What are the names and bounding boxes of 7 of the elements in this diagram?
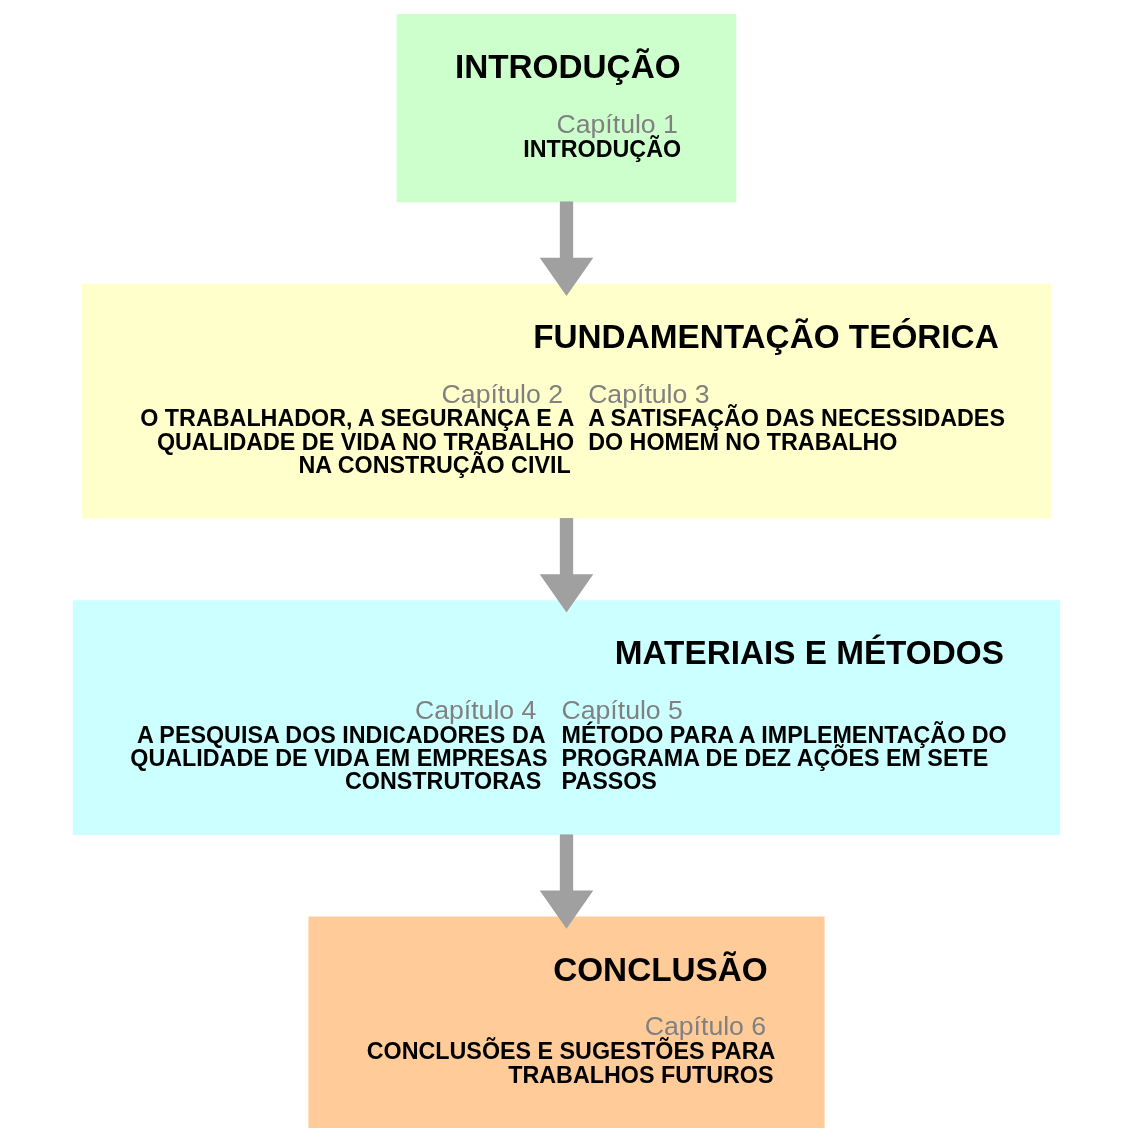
arrow xyxy=(539,834,593,929)
arrow xyxy=(539,201,593,297)
node-box: MATERIAIS E MÉTODOS Capítulo 4 A PESQUISA DOS INDICADORES DA QUALIDADE DE VIDA EM EMPRESAS CONSTRUTORAS Capítulo 5 MÉTODO PARA A IMPLEMENTAÇÃO DO PROGRAMA DE DEZ AÇÕES EM SETE PASSOS xyxy=(72,600,1060,835)
node-box: CONCLUSÃO Capítulo 6 CONCLUSÕES E SUGESTÕES PARA TRABALHOS FUTUROS xyxy=(307,916,825,1128)
node-box: FUNDAMENTAÇÃO TEÓRICA Capítulo 2 O TRABALHADOR, A SEGURANÇA E A QUALIDADE DE VIDA NO TRABALHO NA CONSTRUÇÃO CIVIL Capítulo 3 A SATISFAÇÃO DAS NECESSIDADES DO HOMEM NO TRABALHO xyxy=(81,283,1051,519)
node-box: INTRODUÇÃO Capítulo 1 INTRODUÇÃO xyxy=(396,14,736,203)
arrow xyxy=(539,518,593,613)
